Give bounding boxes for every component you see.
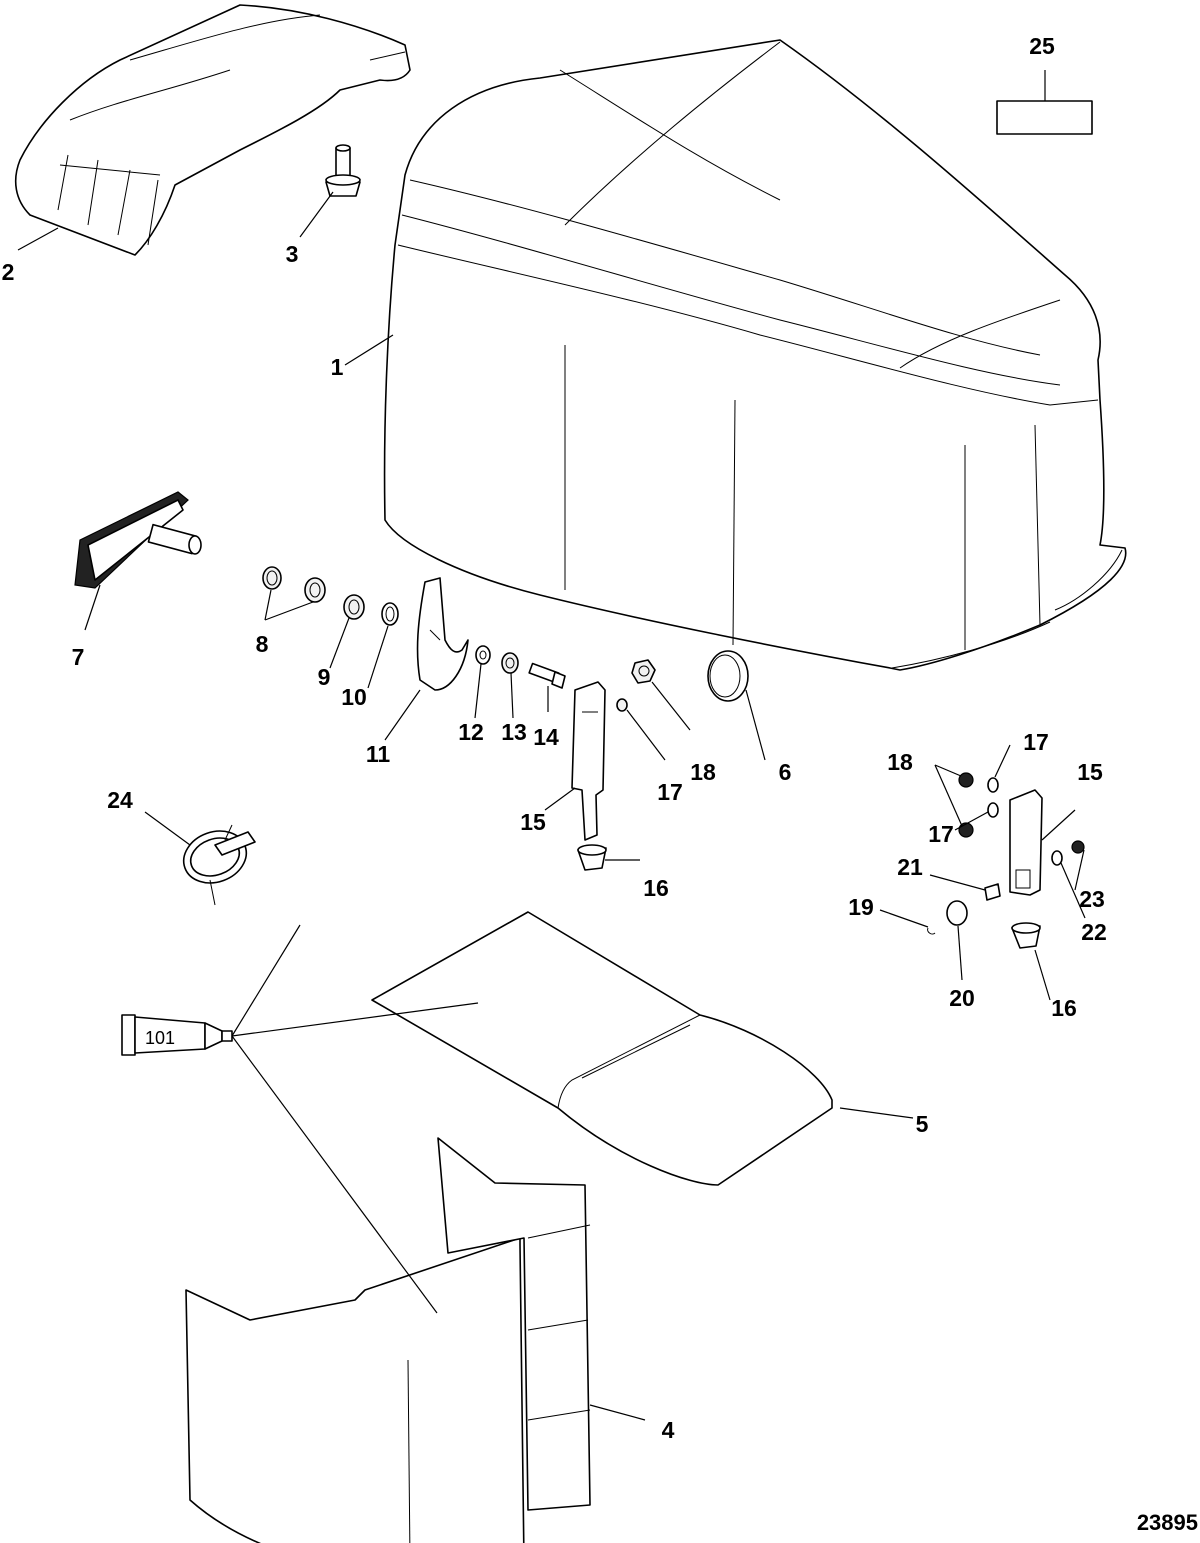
callout-4: 4 [662,1417,675,1443]
callout-9: 9 [318,664,331,690]
callout-22: 22 [1081,919,1107,945]
callout-15-left: 15 [520,809,546,835]
callout-17-right-bottom: 17 [928,821,954,847]
callout-25: 25 [1029,33,1055,59]
callout-7: 7 [72,644,85,670]
callout-8: 8 [256,631,269,657]
callout-18-left: 18 [690,759,716,785]
callout-12: 12 [458,719,484,745]
callout-labels: 1 2 3 4 5 6 7 8 9 10 11 12 13 14 15 16 1… [2,33,1198,1535]
nut-washer-plug [616,650,749,712]
seal-pad [371,911,833,1186]
callout-23: 23 [1079,886,1105,912]
sealant-tube [121,1014,233,1056]
callout-5: 5 [916,1111,929,1137]
callout-10: 10 [341,684,367,710]
drawing-id: 23895 [1137,1510,1198,1535]
callout-17-left: 17 [657,779,683,805]
washers-and-bolt [475,645,566,689]
callout-15-right: 15 [1077,759,1103,785]
callout-6: 6 [779,759,792,785]
callout-24: 24 [107,787,133,813]
callout-18-right: 18 [887,749,913,775]
callout-17-right-top: 17 [1023,729,1049,755]
callout-19: 19 [848,894,874,920]
callout-16-right: 16 [1051,995,1077,1021]
rear-cover [14,4,411,256]
decal-label [996,100,1093,135]
rubber-bumper-left [577,844,607,871]
callout-1: 1 [331,354,344,380]
latch-handle [74,491,202,589]
callout-2: 2 [2,259,15,285]
bushing-washers [262,566,399,626]
leader-lines [17,70,1086,1421]
callout-11: 11 [366,741,391,767]
latch-hook [416,577,469,691]
latch-assembly-right [927,772,1085,949]
callout-3: 3 [286,241,299,267]
callout-14: 14 [533,724,559,750]
top-cowl [383,39,1127,671]
tube-label: 101 [145,1028,175,1048]
lanyard-cord [182,824,256,906]
callout-13: 13 [501,719,527,745]
callout-16-left: 16 [643,875,669,901]
latch-bracket-left [571,681,606,841]
screw [325,144,361,197]
callout-20: 20 [949,985,975,1011]
callout-21: 21 [897,854,923,880]
side-shield [185,1137,591,1543]
